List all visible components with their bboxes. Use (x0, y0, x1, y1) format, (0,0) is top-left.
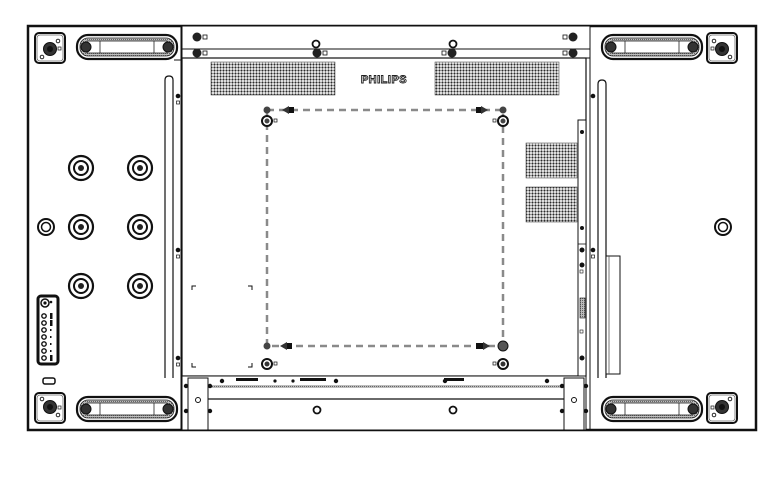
side-rail-right (589, 26, 621, 430)
side-vent-lower (525, 186, 578, 223)
handle-top-right (600, 33, 704, 61)
arrow-icon (481, 106, 488, 114)
arrow-icon (280, 342, 287, 350)
handle-bottom-right (600, 395, 704, 423)
side-mount-ring-right (714, 218, 732, 236)
corner-mount-bottom-right (706, 392, 738, 424)
arrow-icon (483, 342, 490, 350)
arrow-icon (282, 106, 289, 114)
corner-mount-top-left (34, 32, 66, 64)
vesa-screw-bottom-right (497, 340, 509, 352)
side-vent-upper (525, 142, 578, 179)
corner-mount-bottom-left (34, 392, 66, 424)
top-left-vent (210, 61, 336, 96)
corner-mount-top-right (706, 32, 738, 64)
handle-top-left (75, 33, 179, 61)
vesa-screw-top-left (263, 106, 271, 114)
bottom-bracket (181, 375, 589, 431)
speaker-jacks-left (37, 154, 154, 300)
handle-bottom-left (75, 395, 179, 423)
side-rail-left (164, 26, 182, 430)
vesa-screw-bottom-left (263, 342, 271, 350)
top-right-vent (434, 61, 560, 96)
mount-holes (261, 115, 509, 370)
connector-strip (577, 119, 587, 377)
vesa-mount-pattern (263, 106, 509, 352)
io-panel (36, 294, 60, 385)
brand-logo: PHILIPS (361, 74, 407, 86)
label-area-marks (191, 285, 253, 368)
vesa-screw-top-right (499, 106, 507, 114)
top-bracket (181, 25, 591, 59)
chassis-plate (181, 57, 587, 377)
